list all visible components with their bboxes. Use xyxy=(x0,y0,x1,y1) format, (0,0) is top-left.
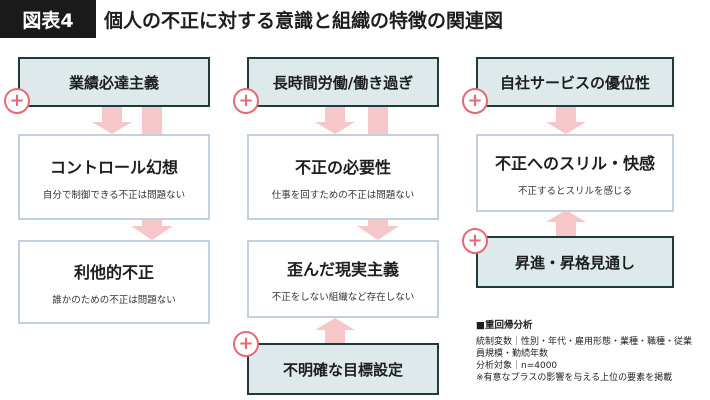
concept-necessity-of-fraud: 不正の必要性 仕事を回すための不正は問題ない xyxy=(247,134,439,220)
note-line: 分析対象｜n=4000 xyxy=(476,361,558,372)
plus-icon: + xyxy=(233,331,259,357)
arrow-factor-to-thrill xyxy=(546,106,586,134)
note-line: ※有意なプラスの影響を与える上位の要素を掲載 xyxy=(476,373,673,384)
arrow-head-to-altruistic xyxy=(131,226,173,240)
concept-subtitle: 仕事を回すための不正は問題ない xyxy=(271,189,415,201)
concept-distorted-realism: 歪んだ現実主義 不正をしない組織など存在しない xyxy=(247,240,439,318)
factor-unclear-goals: 不明確な目標設定 xyxy=(247,343,439,395)
plus-icon: + xyxy=(233,88,259,114)
concept-title: 不正へのスリル・快感 xyxy=(494,153,655,173)
factor-long-working-hours: 長時間労働/働き過ぎ xyxy=(247,57,439,107)
concept-subtitle: 誰かのための不正は問題ない xyxy=(52,294,176,306)
arrow-factor-to-control-illusion xyxy=(92,106,132,134)
arrow-factor-to-necessity xyxy=(315,106,355,134)
figure-label: 図表4 xyxy=(0,0,96,38)
arrow-promotion-up xyxy=(546,210,586,236)
concept-altruistic-fraud: 利他的不正 誰かのための不正は問題ない xyxy=(18,240,210,324)
concept-title: 不正の必要性 xyxy=(294,157,391,177)
concept-control-illusion: コントロール幻想 自分で制御できる不正は問題ない xyxy=(18,134,210,220)
concept-title: コントロール幻想 xyxy=(49,157,178,177)
concept-title: 利他的不正 xyxy=(73,262,154,282)
analysis-note: ■重回帰分析 統制変数｜性別・年代・雇用形態・業種・職種・従業 員規模・勤続年数… xyxy=(476,320,706,384)
concept-subtitle: 不正するとスリルを感じる xyxy=(517,185,632,197)
factor-service-superiority: 自社サービスの優位性 xyxy=(476,57,674,107)
concept-subtitle: 不正をしない組織など存在しない xyxy=(271,291,415,303)
plus-icon: + xyxy=(462,88,488,114)
note-heading: ■重回帰分析 xyxy=(476,320,533,331)
factor-promotion-prospects: 昇進・昇格見通し xyxy=(476,236,674,288)
plus-icon: + xyxy=(4,88,30,114)
factor-performance-driven: 業績必達主義 xyxy=(18,57,210,107)
concept-thrill-of-fraud: 不正へのスリル・快感 不正するとスリルを感じる xyxy=(476,134,674,212)
note-line: 員規模・勤続年数 xyxy=(476,348,549,359)
arrow-unclear-goals-up xyxy=(315,318,355,343)
concept-subtitle: 自分で制御できる不正は問題ない xyxy=(42,189,186,201)
diagram-title: 個人の不正に対する意識と組織の特徴の関連図 xyxy=(104,9,504,32)
arrow-head-to-realism xyxy=(357,226,399,240)
concept-title: 歪んだ現実主義 xyxy=(286,259,399,279)
plus-icon: + xyxy=(462,228,488,254)
note-line: 統制変数｜性別・年代・雇用形態・業種・職種・従業 xyxy=(476,336,693,347)
